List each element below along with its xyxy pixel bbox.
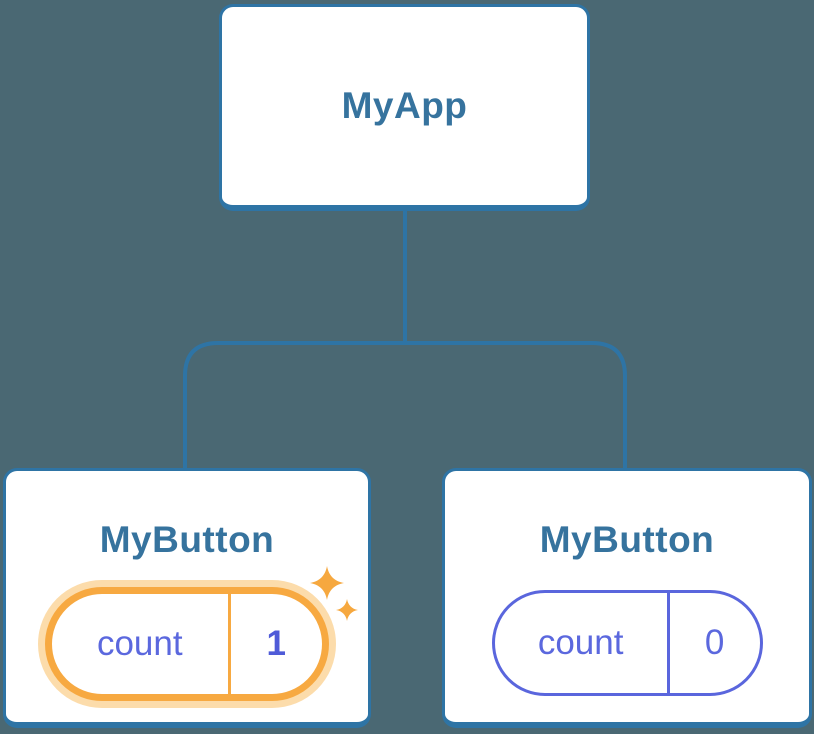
- node-myapp-title: MyApp: [341, 85, 468, 126]
- state-value: 1: [266, 624, 286, 663]
- node-myapp: MyApp: [219, 4, 590, 211]
- state-label: count: [96, 624, 183, 663]
- pill-divider: [666, 593, 670, 693]
- node-mybutton-left: MyButton count 1: [3, 468, 371, 728]
- state-pill-default: count 0: [491, 590, 763, 696]
- connector-bracket: [183, 341, 627, 470]
- node-mybutton-left-title: MyButton: [99, 519, 275, 560]
- state-label: count: [537, 623, 624, 662]
- state-value: 0: [704, 623, 725, 662]
- pill-divider: [227, 594, 231, 694]
- node-mybutton-right-title: MyButton: [539, 519, 715, 560]
- state-pill-highlighted: count 1: [45, 587, 329, 701]
- node-mybutton-right: MyButton count 0: [442, 468, 812, 728]
